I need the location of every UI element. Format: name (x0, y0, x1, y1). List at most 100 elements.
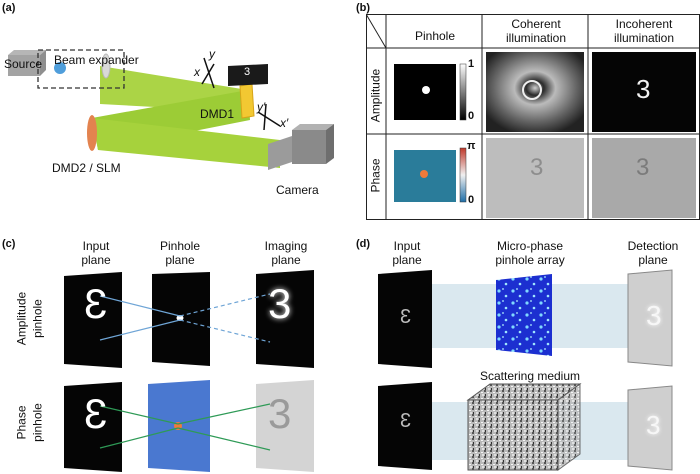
d-micro-phase-array (496, 274, 552, 356)
beam-expander-box (37, 49, 125, 89)
dmd1-mirror (239, 83, 255, 119)
pinhole-imaging-diagram (64, 270, 314, 472)
source-label: Source (4, 57, 43, 71)
c-phase-ray-1 (99, 405, 179, 425)
c-phase-output-digit: 3 (268, 390, 292, 437)
axis-x-label: x (194, 65, 200, 79)
pinhole-comparison-table (366, 14, 700, 220)
axis-yp-label: y′ (257, 100, 266, 114)
c-phase-ray-4 (177, 427, 271, 451)
d-detect-header-2: plane (638, 253, 668, 267)
c-phase-input-digit: 3 (84, 390, 108, 437)
phase-pinhole-dot (420, 170, 428, 178)
col-incoherent-header-1: Incoherent (615, 17, 673, 31)
axis-y-label: y (209, 47, 215, 61)
c-amp-output-digit: 3 (268, 280, 292, 327)
scattering-imaging-diagram (378, 269, 673, 471)
c-row-phase-label-2: pinhole (30, 403, 45, 442)
dmd1-label: DMD1 (200, 107, 235, 121)
phase-colorbar (459, 147, 467, 203)
amp-pinhole-dot (422, 86, 430, 94)
lens-1 (54, 62, 66, 74)
d-micro-header-1: Micro-phase (496, 239, 564, 253)
c-amp-pinhole-dot (176, 315, 184, 321)
c-phase-ray-2 (99, 427, 179, 449)
c-row-amp-label-1: Amplitude (14, 291, 29, 346)
c-amp-input-plane (64, 272, 122, 368)
c-pinhole-header-1: Pinhole (159, 239, 201, 253)
phase-scale-min: 0 (468, 194, 475, 206)
panel-c-label: (c) (2, 238, 16, 250)
coherent-amp-image (486, 52, 584, 132)
row-phase-label: Phase (368, 158, 383, 193)
c-amp-ray-4 (179, 319, 271, 343)
d-top-detection-digit: 3 (646, 300, 662, 331)
d-bottom-input-digit: 3 (400, 410, 412, 432)
d-detect-header-1: Detection (627, 239, 679, 253)
c-pinhole-header-2: plane (165, 253, 195, 267)
lens-2 (101, 53, 111, 79)
c-amp-ray-3 (179, 293, 271, 317)
c-imaging-header-1: Imaging (264, 239, 308, 253)
d-top-input-digit: 3 (400, 306, 412, 328)
coherent-phase-image (486, 138, 584, 218)
d-scattering-label: Scattering medium (479, 369, 581, 383)
d-bottom-input-plane (378, 382, 432, 470)
dmd2-label: DMD2 / SLM (52, 161, 121, 175)
col-coherent-header-1: Coherent (511, 17, 561, 31)
c-phase-input-plane (64, 382, 122, 472)
panel-d-label: (d) (356, 238, 371, 250)
c-amp-imaging-plane (256, 270, 314, 368)
beam-expander-label: Beam expander (54, 53, 139, 67)
d-top-detection-plane (627, 269, 673, 367)
camera-lens (268, 136, 292, 170)
c-amp-input-digit: 3 (84, 280, 108, 327)
c-input-header-1: Input (82, 239, 110, 253)
coherent-amp-ring (522, 80, 542, 100)
incoherent-amp-image (592, 52, 696, 132)
camera-side (326, 124, 334, 164)
d-bottom-detection-plane (627, 385, 673, 471)
dmd2-slm (87, 115, 97, 151)
axis-x-line (201, 63, 215, 85)
optical-setup-diagram (8, 49, 334, 170)
d-input-header-2: plane (392, 253, 422, 267)
col-coherent-header-2: illumination (505, 31, 567, 45)
camera-body (292, 130, 326, 164)
source-box (8, 55, 40, 76)
table-corner-diagonal (366, 14, 387, 49)
beam-segment-3 (92, 118, 280, 168)
axis-xp-label: x′ (280, 116, 289, 130)
object-plate (228, 64, 268, 86)
incoherent-phase-image (592, 138, 696, 218)
d-micro-header-2: pinhole array (495, 253, 565, 267)
row-amplitude-label: Amplitude (368, 68, 383, 123)
d-bottom-detection-digit: 3 (646, 410, 661, 440)
c-input-header-2: plane (81, 253, 111, 267)
source-box-top (8, 50, 46, 55)
camera-label: Camera (276, 183, 319, 197)
axis-xp-line (257, 111, 281, 127)
c-phase-ray-3 (177, 403, 271, 425)
coherent-phase-digit: 3 (530, 154, 544, 181)
d-top-input-plane (378, 270, 432, 368)
incoherent-amp-digit: 3 (636, 74, 651, 104)
c-row-amp-label-2: pinhole (30, 299, 45, 338)
col-pinhole-header: Pinhole (414, 29, 456, 43)
phase-scale-max: π (467, 140, 476, 152)
camera-top (292, 124, 334, 130)
object-digit: 3 (244, 66, 251, 78)
amp-colorbar (459, 63, 467, 121)
c-row-phase-label-1: Phase (14, 405, 29, 440)
d-input-header-1: Input (393, 239, 421, 253)
col-incoherent-header-2: illumination (613, 31, 675, 45)
d-cube-front (467, 399, 559, 471)
c-amp-ray-1 (99, 295, 181, 317)
panel-a-label: (a) (2, 2, 16, 14)
c-phase-imaging-plane (256, 380, 314, 472)
amp-scale-min: 0 (468, 110, 475, 122)
axis-y-line (203, 57, 215, 89)
incoherent-phase-digit: 3 (636, 154, 650, 181)
amp-scale-max: 1 (468, 58, 475, 70)
source-box-side (40, 50, 46, 76)
